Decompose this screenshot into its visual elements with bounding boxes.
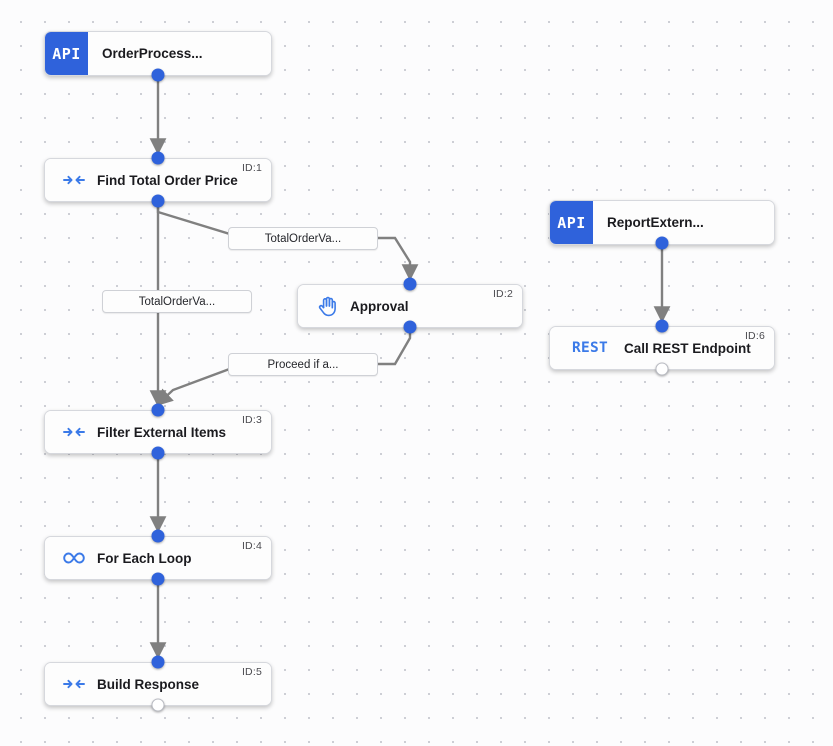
node-title: Find Total Order Price [97,172,238,188]
merge-arrows-icon [59,172,89,188]
node-id-badge: ID:4 [241,540,262,552]
label-total-order-value-top[interactable]: TotalOrderVa... [228,227,378,250]
label-proceed-if[interactable]: Proceed if a... [228,353,378,376]
port-report-external-out[interactable] [655,236,669,250]
port-foreach-in[interactable] [151,529,165,543]
node-title: Filter External Items [97,424,227,440]
node-body: Build Response ID:5 [45,663,271,705]
api-badge: API [45,32,88,75]
port-filter-out[interactable] [151,446,165,460]
port-call-rest-out[interactable] [655,362,669,376]
infinity-icon [59,551,89,565]
node-title: ReportExtern... [607,215,704,230]
node-title: For Each Loop [97,550,192,566]
node-id-badge: ID:3 [241,414,262,426]
node-body: ReportExtern... [593,201,774,244]
node-id-badge: ID:1 [241,162,262,174]
node-title: Approval [350,298,409,314]
node-title: Call REST Endpoint [624,340,751,356]
node-body: Approval ID:2 [298,285,522,327]
merge-arrows-icon [59,676,89,692]
port-build-response-in[interactable] [151,655,165,669]
port-build-response-out[interactable] [151,698,165,712]
port-order-process-out[interactable] [151,68,165,82]
rest-badge: REST [571,340,609,356]
port-call-rest-in[interactable] [655,319,669,333]
merge-arrows-icon [59,424,89,440]
label-total-order-value-left[interactable]: TotalOrderVa... [102,290,252,313]
port-approval-in[interactable] [403,277,417,291]
node-id-badge: ID:2 [492,288,513,300]
node-id-badge: ID:6 [744,330,765,342]
node-title: Build Response [97,676,200,692]
port-approval-out[interactable] [403,320,417,334]
port-filter-in[interactable] [151,403,165,417]
node-id-badge: ID:5 [241,666,262,678]
node-body: For Each Loop ID:4 [45,537,271,579]
api-badge: API [550,201,593,244]
port-find-total-in[interactable] [151,151,165,165]
node-body: Filter External Items ID:3 [45,411,271,453]
hand-icon [312,296,342,317]
node-body: OrderProcess... [88,32,271,75]
node-title: OrderProcess... [102,46,203,61]
node-for-each-loop[interactable]: For Each Loop ID:4 [44,536,272,580]
port-find-total-out[interactable] [151,194,165,208]
node-order-process[interactable]: API OrderProcess... [44,31,272,76]
node-build-response[interactable]: Build Response ID:5 [44,662,272,706]
port-foreach-out[interactable] [151,572,165,586]
